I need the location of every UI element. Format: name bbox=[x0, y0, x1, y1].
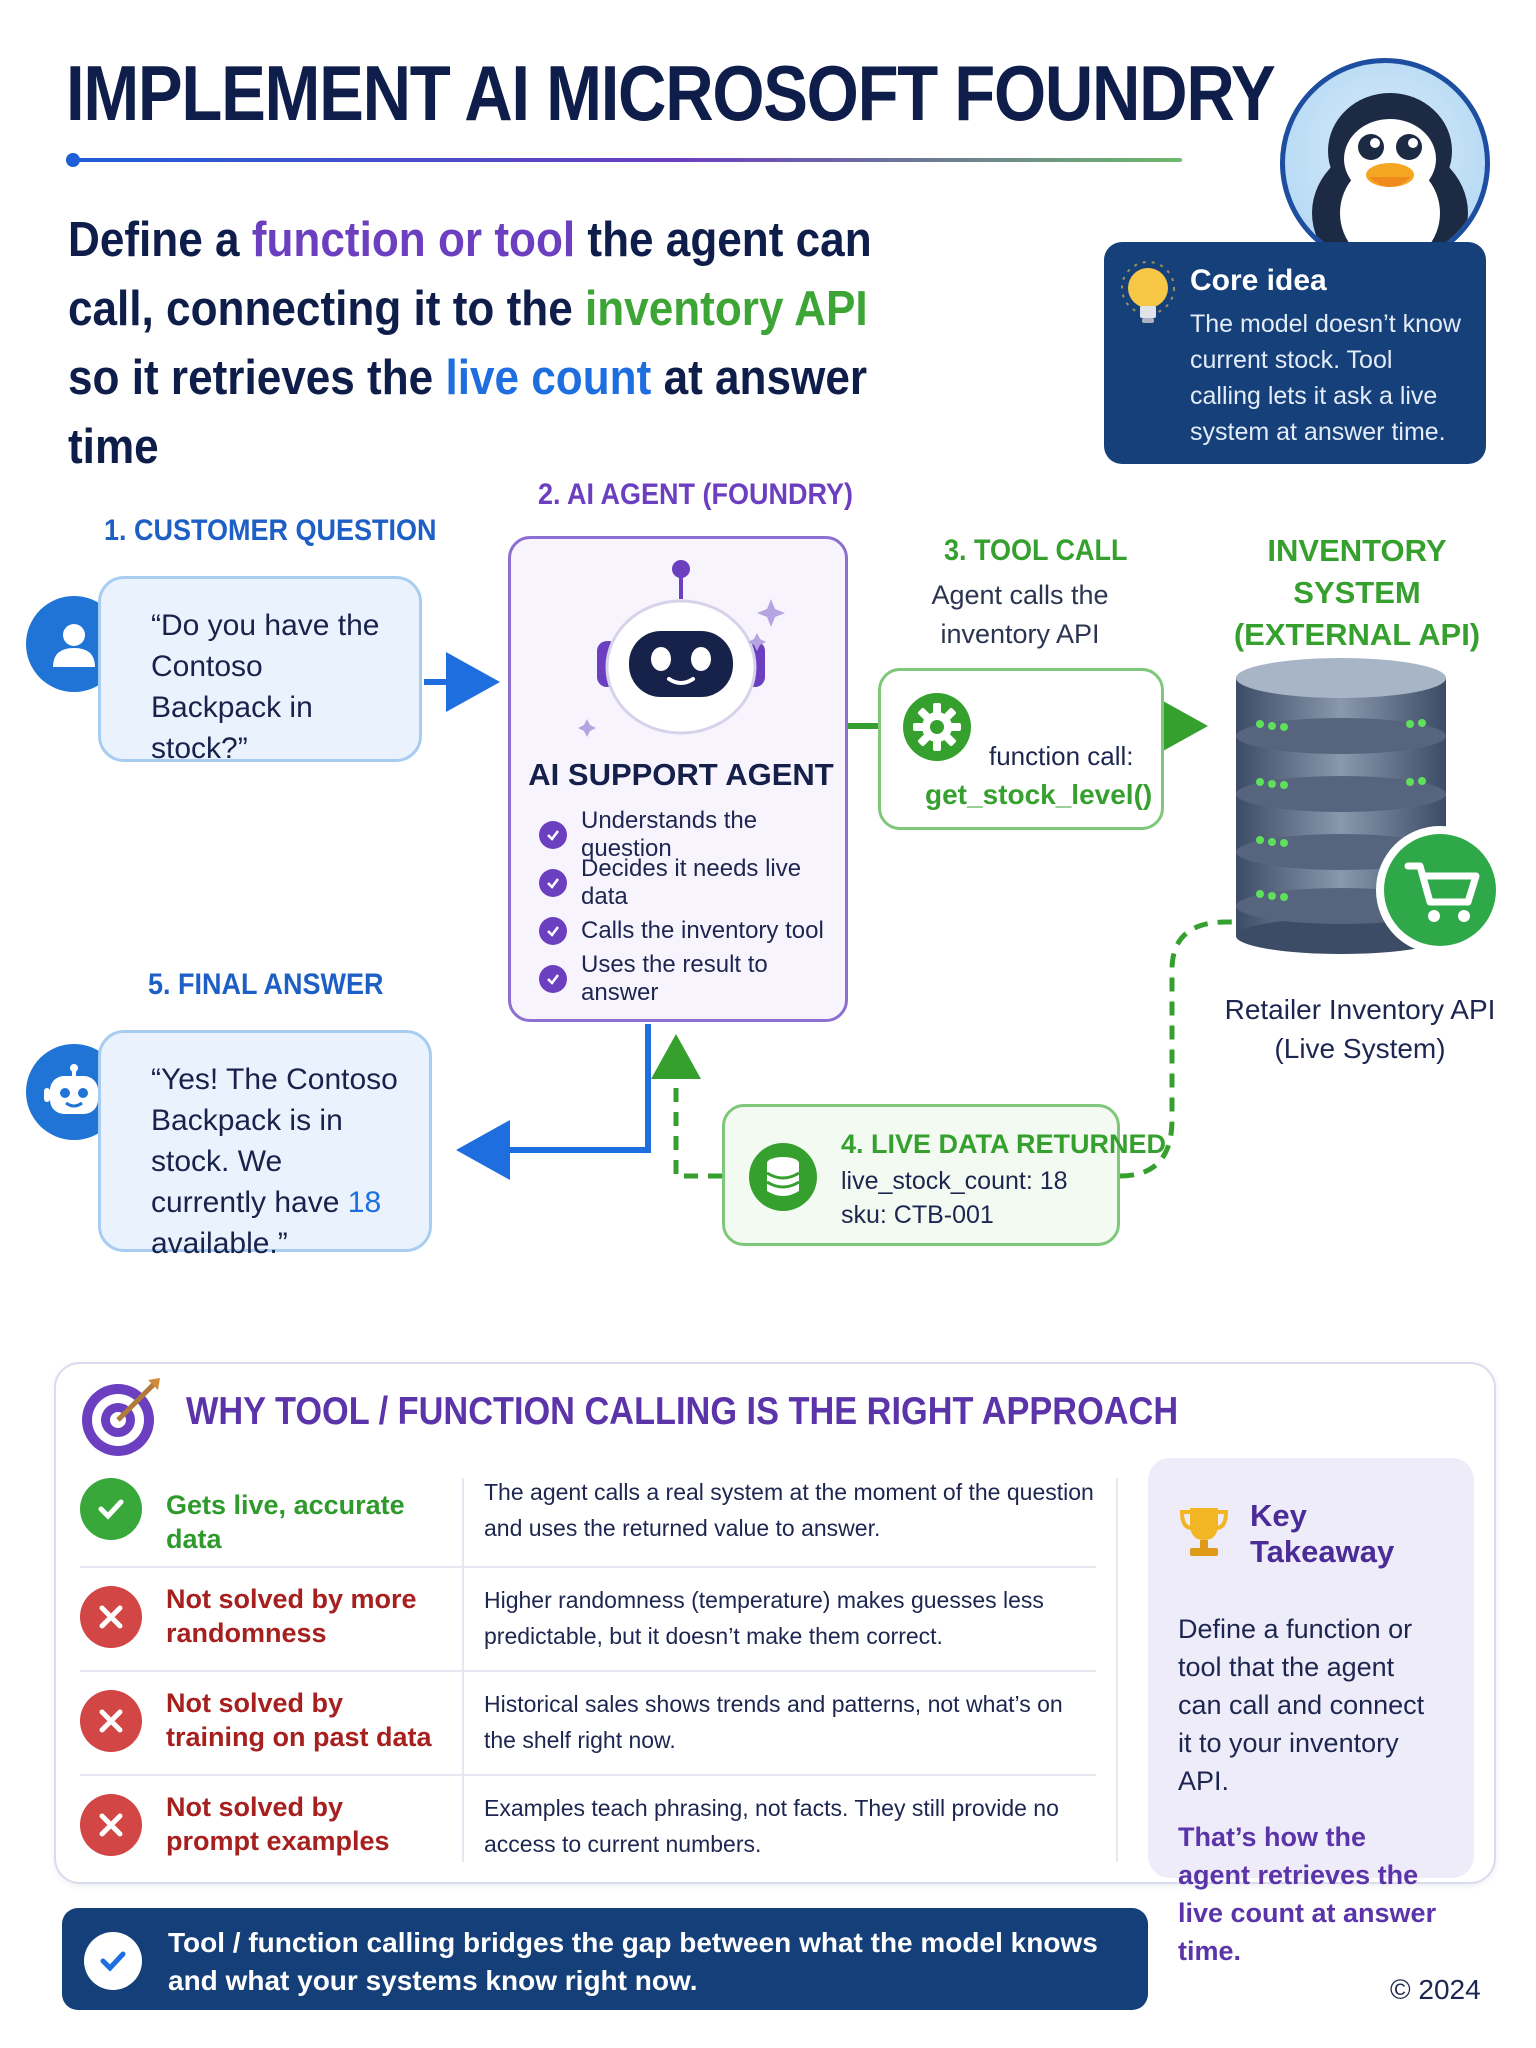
takeaway-title: Key Takeaway bbox=[1250, 1498, 1395, 1569]
check-circle-icon bbox=[84, 1932, 142, 1990]
row-description: Examples teach phrasing, not facts. They… bbox=[484, 1795, 1059, 1857]
customer-question-bubble: “Do you have the Contoso Backpack in sto… bbox=[98, 576, 422, 765]
x-circle-icon bbox=[80, 1586, 142, 1648]
list-item: Uses the result to answer bbox=[539, 951, 845, 1006]
title-rule bbox=[72, 158, 1182, 162]
row-heading: Not solved by more randomness bbox=[166, 1584, 417, 1648]
page-title: IMPLEMENT AI MICROSOFT FOUNDRY bbox=[66, 49, 1276, 137]
tool-call-subtitle: Agent calls the inventory API bbox=[931, 580, 1109, 649]
why-section-title: WHY TOOL / FUNCTION CALLING IS THE RIGHT… bbox=[186, 1390, 1179, 1433]
row-heading: Not solved by prompt examples bbox=[166, 1792, 390, 1856]
column-divider bbox=[1116, 1478, 1118, 1862]
database-server-icon bbox=[1232, 656, 1512, 961]
database-icon bbox=[747, 1141, 819, 1218]
table-row: Not solved by training on past data Hist… bbox=[80, 1670, 1096, 1772]
row-divider bbox=[80, 1774, 1096, 1776]
subtitle-highlight-count: live count bbox=[445, 351, 652, 405]
agent-step-text: Decides it needs live data bbox=[581, 855, 802, 910]
step-customer-label: 1. CUSTOMER QUESTION bbox=[104, 514, 437, 547]
row-description: Historical sales shows trends and patter… bbox=[484, 1691, 1063, 1753]
core-idea-body: The model doesn’t know current stock. To… bbox=[1190, 310, 1461, 446]
row-description: The agent calls a real system at the mom… bbox=[484, 1479, 1094, 1541]
agent-steps-list: Understands the question Decides it need… bbox=[539, 807, 845, 1006]
core-idea-title: Core idea bbox=[1190, 264, 1327, 297]
subtitle-text: the agent can call, connecting it to the bbox=[68, 213, 872, 336]
takeaway-body: Define a function or tool that the agent… bbox=[1178, 1614, 1425, 1796]
list-item: Decides it needs live data bbox=[539, 855, 845, 910]
x-circle-icon bbox=[80, 1794, 142, 1856]
table-row: Not solved by prompt examples Examples t… bbox=[80, 1774, 1096, 1876]
ai-agent-card: AI SUPPORT AGENT Understands the questio… bbox=[508, 536, 848, 1022]
final-answer-bubble: “Yes! The Contoso Backpack is in stock. … bbox=[98, 1030, 432, 1260]
penguin-mascot-icon bbox=[1280, 58, 1490, 268]
step-agent-label: 2. AI AGENT (FOUNDRY) bbox=[538, 478, 853, 511]
table-row: Not solved by more randomness Higher ran… bbox=[80, 1566, 1096, 1668]
subtitle-text: Define a bbox=[68, 213, 252, 267]
subtitle-text: so it retrieves the bbox=[68, 351, 446, 405]
agent-name: AI SUPPORT AGENT bbox=[528, 757, 834, 792]
answer-count: 18 bbox=[347, 1186, 382, 1219]
list-item: Understands the question bbox=[539, 807, 845, 862]
live-sku: sku: CTB-001 bbox=[841, 1201, 994, 1229]
row-description: Higher randomness (temperature) makes gu… bbox=[484, 1587, 1044, 1649]
gear-icon bbox=[901, 691, 973, 768]
answer-text: available.” bbox=[151, 1227, 288, 1260]
copyright: © 2024 bbox=[1390, 1974, 1481, 2005]
list-item: Calls the inventory tool bbox=[539, 907, 845, 955]
inventory-caption: Retailer Inventory API (Live System) bbox=[1224, 994, 1496, 1064]
robot-icon bbox=[571, 559, 791, 754]
row-heading: Gets live, accurate data bbox=[166, 1490, 405, 1554]
takeaway-header: Key Takeaway bbox=[1178, 1498, 1444, 1570]
check-icon bbox=[539, 965, 567, 993]
row-divider bbox=[80, 1566, 1096, 1568]
core-idea-card: Core idea The model doesn’t know current… bbox=[1104, 242, 1486, 464]
check-circle-icon bbox=[80, 1478, 142, 1540]
trophy-icon bbox=[1178, 1504, 1230, 1565]
row-heading: Not solved by training on past data bbox=[166, 1688, 432, 1752]
live-stock-count: live_stock_count: 18 bbox=[841, 1167, 1068, 1195]
tool-call-card: function call: get_stock_level() bbox=[878, 668, 1164, 830]
takeaway-highlight: That’s how the agent retrieves the live … bbox=[1178, 1822, 1437, 1966]
subtitle-highlight-api: inventory API bbox=[584, 282, 868, 336]
banner-text: Tool / function calling bridges the gap … bbox=[168, 1927, 1098, 1996]
step-answer-label: 5. FINAL ANSWER bbox=[148, 968, 384, 1001]
agent-step-text: Understands the question bbox=[581, 807, 758, 862]
step-tool-call-label: 3. TOOL CALL bbox=[944, 534, 1128, 567]
answer-text: “Yes! The Contoso Backpack is in stock. … bbox=[151, 1063, 398, 1219]
inventory-system-label: INVENTORY SYSTEM (EXTERNAL API) bbox=[1233, 533, 1481, 652]
x-circle-icon bbox=[80, 1690, 142, 1752]
subtitle-highlight-function: function or tool bbox=[251, 213, 576, 267]
key-takeaway-card: Key Takeaway Define a function or tool t… bbox=[1148, 1458, 1474, 1966]
function-call-name: get_stock_level() bbox=[925, 779, 1153, 810]
check-icon bbox=[539, 869, 567, 897]
target-icon bbox=[78, 1374, 164, 1465]
live-data-label: 4. LIVE DATA RETURNED bbox=[841, 1129, 1167, 1159]
table-row: Gets live, accurate data The agent calls… bbox=[80, 1458, 1096, 1560]
check-icon bbox=[539, 821, 567, 849]
summary-banner: Tool / function calling bridges the gap … bbox=[62, 1908, 1148, 2010]
check-icon bbox=[539, 917, 567, 945]
lightbulb-icon bbox=[1118, 260, 1178, 330]
agent-step-text: Calls the inventory tool bbox=[581, 917, 824, 944]
function-call-label: function call: bbox=[989, 741, 1134, 771]
live-data-card: 4. LIVE DATA RETURNED live_stock_count: … bbox=[722, 1104, 1166, 1246]
page-subtitle: Define a function or tool the agent can … bbox=[68, 206, 878, 482]
row-divider bbox=[80, 1670, 1096, 1672]
subtitle-text: at answer time bbox=[68, 351, 868, 474]
agent-step-text: Uses the result to answer bbox=[581, 951, 768, 1006]
